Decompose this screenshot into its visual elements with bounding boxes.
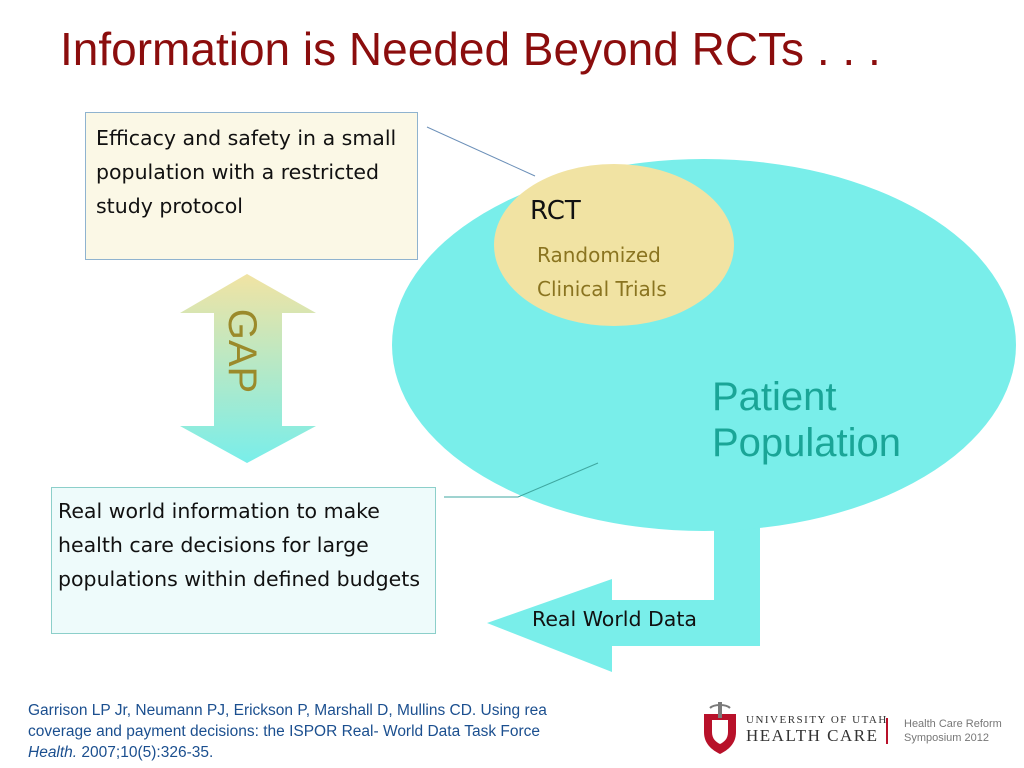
bottom-callout-connector (444, 462, 599, 498)
rct-label: RCT (530, 196, 581, 226)
rct-ellipse (494, 164, 734, 326)
patient-population-label: Patient Population (712, 374, 901, 466)
real-world-data-label: Real World Data (532, 607, 697, 631)
citation-line3: Health. 2007;10(5):326-35. (28, 742, 688, 763)
logo-health-care-text: HEALTH CARE (746, 726, 879, 745)
symposium-line1: Health Care Reform (904, 718, 1002, 730)
symposium-line2: Symposium 2012 (904, 732, 989, 744)
university-shield-icon (704, 702, 736, 754)
patient-population-line1: Patient (712, 375, 837, 419)
citation-reference: 2007;10(5):326-35. (77, 744, 214, 761)
slide-title: Information is Needed Beyond RCTs . . . (60, 23, 881, 75)
citation-line2: coverage and payment decisions: the ISPO… (28, 723, 541, 740)
logo-university-text: UNIVERSITY OF UTAH (746, 714, 888, 726)
patient-population-line2: Population (712, 421, 902, 465)
citation: Garrison LP Jr, Neumann PJ, Erickson P, … (28, 700, 688, 766)
real-world-data-arrow (487, 500, 760, 672)
citation-line1: Garrison LP Jr, Neumann PJ, Erickson P, … (28, 702, 547, 719)
gap-double-arrow (180, 274, 316, 463)
rct-subtitle-line2: Clinical Trials (537, 277, 667, 301)
logo-divider (886, 718, 888, 744)
citation-journal: Health. (28, 744, 78, 761)
top-callout-connector (426, 126, 536, 177)
rct-subtitle: Randomized Clinical Trials (537, 238, 717, 306)
university-logo: UNIVERSITY OF UTAH HEALTH CARE Health Ca… (700, 700, 1020, 760)
rct-description-callout: Efficacy and safety in a small populatio… (85, 112, 418, 260)
rct-subtitle-line1: Randomized (537, 243, 661, 267)
real-world-description-callout: Real world information to make health ca… (51, 487, 436, 634)
gap-label: GAP (220, 308, 264, 394)
